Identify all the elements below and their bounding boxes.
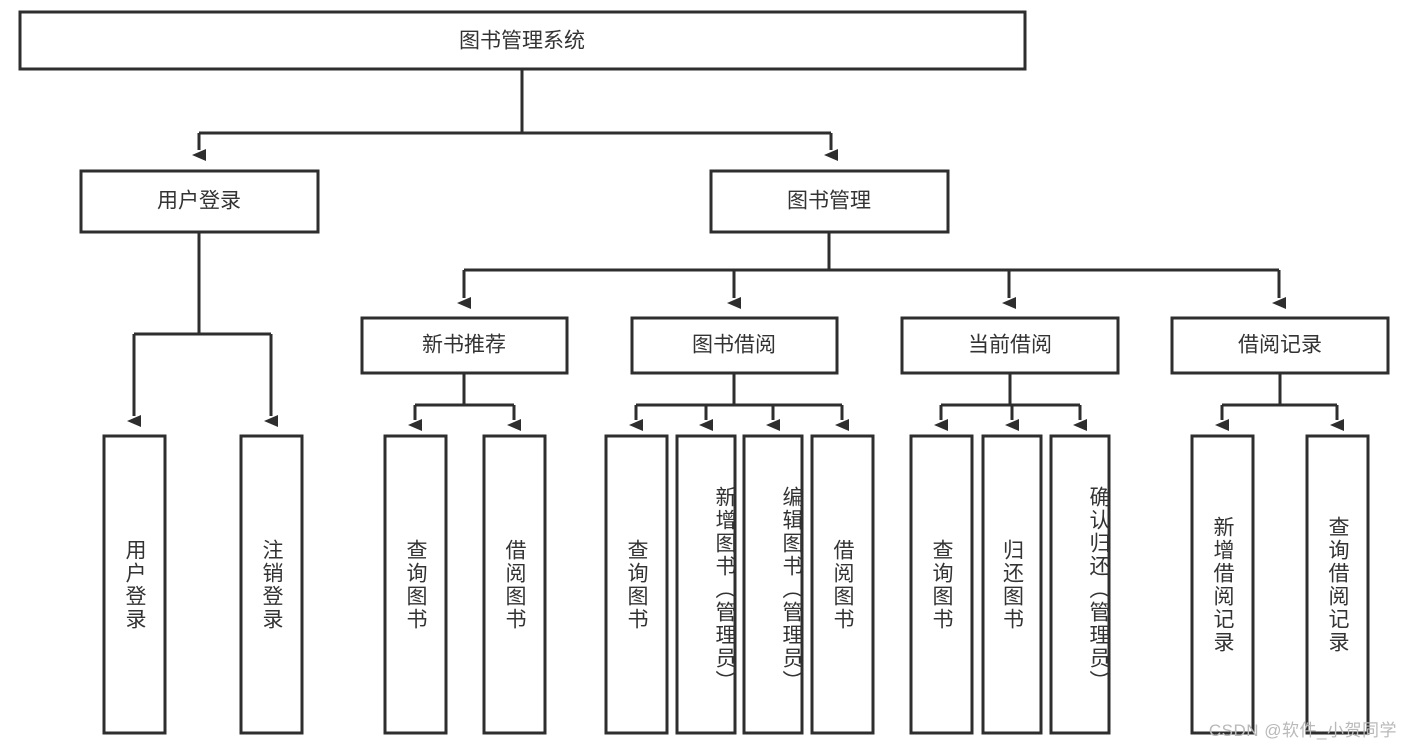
node-new-book-recommend-box[interactable]	[360, 316, 569, 375]
node-borrow-record[interactable]: 借阅记录	[1170, 316, 1390, 375]
connector-user-login-to-leaves	[127, 232, 278, 427]
node-book-borrow-label: 图书借阅	[692, 334, 776, 357]
leaf-box-query-book-current[interactable]	[909, 434, 974, 735]
watermark: CSDN @软件_小贺同学	[1208, 721, 1397, 740]
node-borrow-record-label: 借阅记录	[1238, 334, 1322, 357]
node-new-book-recommend-label: 新书推荐	[422, 334, 506, 357]
leaf-box-edit-book-admin[interactable]	[742, 434, 804, 735]
connector-borrow-record-to-leaves	[1215, 373, 1344, 431]
leaf-box-return-book[interactable]	[981, 434, 1043, 735]
leaf-box-query-borrow-record[interactable]	[1305, 434, 1370, 735]
node-root-box[interactable]	[18, 10, 1027, 71]
node-root[interactable]: 图书管理系统	[18, 10, 1027, 71]
connector-new-book-recommend-to-leaves	[408, 373, 521, 431]
node-book-management[interactable]: 图书管理	[709, 169, 950, 234]
node-current-borrow-box[interactable]	[900, 316, 1120, 375]
leaf-box-logout[interactable]	[239, 434, 304, 735]
node-root-label: 图书管理系统	[459, 30, 585, 53]
node-new-book-recommend[interactable]: 新书推荐	[360, 316, 569, 375]
leaf-box-borrow-book[interactable]	[810, 434, 875, 735]
node-book-borrow[interactable]: 图书借阅	[630, 316, 839, 375]
connector-book-management-to-level3	[457, 232, 1286, 309]
leaf-box-add-book-admin[interactable]	[675, 434, 737, 735]
node-user-login[interactable]: 用户登录	[79, 169, 320, 234]
connector-root-to-level2	[192, 69, 838, 161]
node-book-management-label: 图书管理	[787, 190, 871, 213]
leaf-box-borrow-book-recommend[interactable]	[482, 434, 547, 735]
node-user-login-box[interactable]	[79, 169, 320, 234]
leaf-box-add-borrow-record[interactable]	[1190, 434, 1255, 735]
connector-book-borrow-to-leaves	[629, 373, 849, 431]
node-current-borrow-label: 当前借阅	[968, 334, 1052, 357]
leaf-box-query-book-borrow[interactable]	[604, 434, 669, 735]
leaf-box-confirm-return-admin[interactable]	[1049, 434, 1111, 735]
node-current-borrow[interactable]: 当前借阅	[900, 316, 1120, 375]
leaf-box-user-login[interactable]	[102, 434, 167, 735]
node-user-login-label: 用户登录	[157, 190, 241, 213]
leaf-box-query-book-recommend[interactable]	[383, 434, 448, 735]
connector-current-borrow-to-leaves	[934, 373, 1087, 431]
